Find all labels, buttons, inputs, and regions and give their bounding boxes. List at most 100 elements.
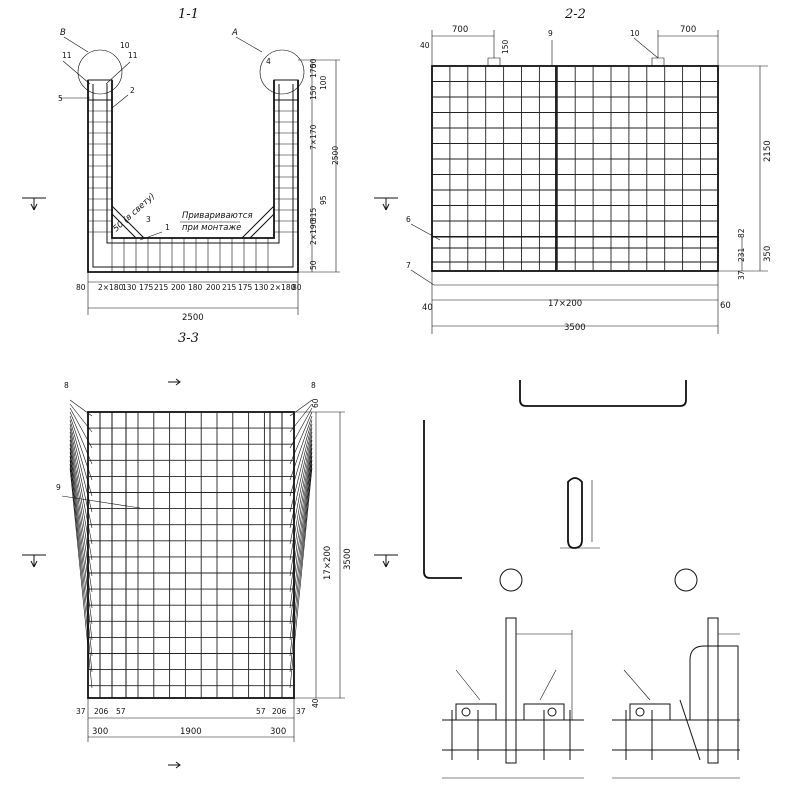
detail-B-plate-l: [455, 703, 497, 721]
section-3-3: 3-3 8 8 9 60 17×200 3500 40 37 206 57 57…: [56, 331, 353, 742]
cut-3-left: [22, 197, 46, 211]
leader-8-left: [69, 415, 93, 481]
bottom-40-2-2: 40: [422, 303, 433, 313]
right-dim-lines-1-1: [298, 59, 340, 273]
leader-8-left: [69, 411, 93, 465]
b-206b: 206: [272, 707, 287, 716]
leader-8-left: [69, 455, 93, 641]
detail-A-post: [707, 617, 719, 764]
right-2150: 2150: [763, 140, 773, 162]
plan-outline-3-3: [87, 411, 295, 699]
leader-8-right: [289, 455, 313, 641]
section-1-1: 1-1 В А 11 10 11 5 2 4 1 3 50 (в свету) …: [58, 7, 340, 323]
cut-2-top: [168, 378, 181, 386]
leader-8-left: [69, 403, 93, 433]
leader-8-right: [289, 411, 313, 465]
top-block-right: [273, 79, 299, 101]
leader-8-left: [69, 459, 93, 657]
leader-8-right: [289, 443, 313, 593]
bottom-dim-1-1: 200: [206, 283, 221, 292]
leader-8-right: [289, 431, 313, 545]
dim-150: 150: [501, 39, 510, 54]
u-inner-contour: [111, 80, 275, 239]
right-dim-1-1: 50: [309, 58, 318, 68]
mark-7: 7: [406, 261, 411, 270]
pos-7: [519, 380, 687, 407]
mark-8a: 8: [64, 381, 69, 390]
callout-B: В: [60, 28, 66, 38]
bottom-dim-1-1: 175: [238, 283, 253, 292]
callout-leaders: [63, 36, 263, 53]
total-3500-2-2: 3500: [564, 323, 586, 333]
right-dim-1-1: 2500: [331, 146, 340, 165]
leader-8-right: [289, 467, 313, 689]
leader-8-right: [289, 403, 313, 433]
bottom-dim-1-1: 80: [292, 283, 302, 292]
mark-6: 6: [406, 215, 411, 224]
right-17x200-3-3: 17×200: [323, 546, 333, 580]
leader-8-left: [69, 463, 93, 673]
b-1900: 1900: [180, 727, 202, 737]
b-300b: 300: [270, 727, 286, 737]
right-82: 82: [737, 228, 746, 238]
b-37b: 37: [296, 707, 306, 716]
leader-8-left: [69, 399, 93, 417]
b-57a: 57: [116, 707, 126, 716]
right-dim-1-1: 170: [309, 63, 318, 78]
right-dim-1-1: 100: [319, 75, 328, 90]
leader-8-left: [69, 467, 93, 689]
mark-4: 4: [266, 57, 271, 66]
right-dim-1-1: 7×170: [309, 124, 318, 150]
callout-circle-B: [77, 49, 123, 95]
top-block-left: [87, 79, 113, 101]
pos-10-bar: [567, 477, 583, 549]
b-300a: 300: [92, 727, 108, 737]
total-width-1-1: 2500: [182, 313, 204, 323]
right-dim-lines-2-2: [718, 65, 768, 272]
mark-1: 1: [165, 223, 170, 232]
mark-9-2-2: 9: [548, 29, 553, 38]
mark-11a: 11: [62, 51, 72, 60]
leader-8-right: [289, 435, 313, 561]
bottom-dim-1-1: 130: [254, 283, 269, 292]
left-edge-40: 40: [420, 41, 430, 50]
section-2-2: 2-2 700 700 150 40 9 10 6 7 40 17×200 60…: [406, 7, 773, 334]
leaders-2-2: [410, 37, 718, 286]
right-dim-1-1: 150: [309, 85, 318, 100]
wall-ties: [88, 99, 298, 272]
leader-8-left: [69, 451, 93, 625]
callout-A: А: [231, 28, 238, 38]
leader-8-right: [289, 415, 313, 481]
mark-leaders: [60, 60, 163, 241]
cut-1-left: [22, 554, 46, 568]
leader-8-left: [69, 419, 93, 497]
section-2-2-title: 2-2: [564, 7, 586, 22]
top-right-700: 700: [680, 25, 696, 35]
pos-8: [423, 420, 462, 579]
b-57b: 57: [256, 707, 266, 716]
detail-A-bar: [635, 707, 645, 717]
leader-8-right: [289, 459, 313, 657]
callout-circle-A: [259, 49, 305, 95]
bottom-dim-1-1: 175: [139, 283, 154, 292]
pos-7-bar: [519, 380, 687, 407]
cut-1-right: [374, 554, 398, 568]
right-dim-1-1: 50: [309, 260, 318, 270]
leader-8-left: [69, 431, 93, 545]
detail-A-haunch: [680, 645, 739, 760]
pos-8-bar: [423, 420, 462, 579]
bottom-dim-1-1: 215: [222, 283, 237, 292]
right-3500-3-3: 3500: [343, 548, 353, 570]
right-60-3-3: 60: [311, 398, 320, 408]
detail-A-leaders: [623, 633, 740, 701]
detail-B-leaders: [455, 630, 573, 720]
mark-3: 3: [146, 215, 151, 224]
detail-A-frame: [612, 699, 740, 761]
b-206a: 206: [94, 707, 109, 716]
leader-8-left: [69, 443, 93, 593]
right-dim-lines-3-3: [294, 411, 345, 699]
u-outer-rebar: [92, 84, 294, 268]
leader-8-left: [69, 407, 93, 449]
